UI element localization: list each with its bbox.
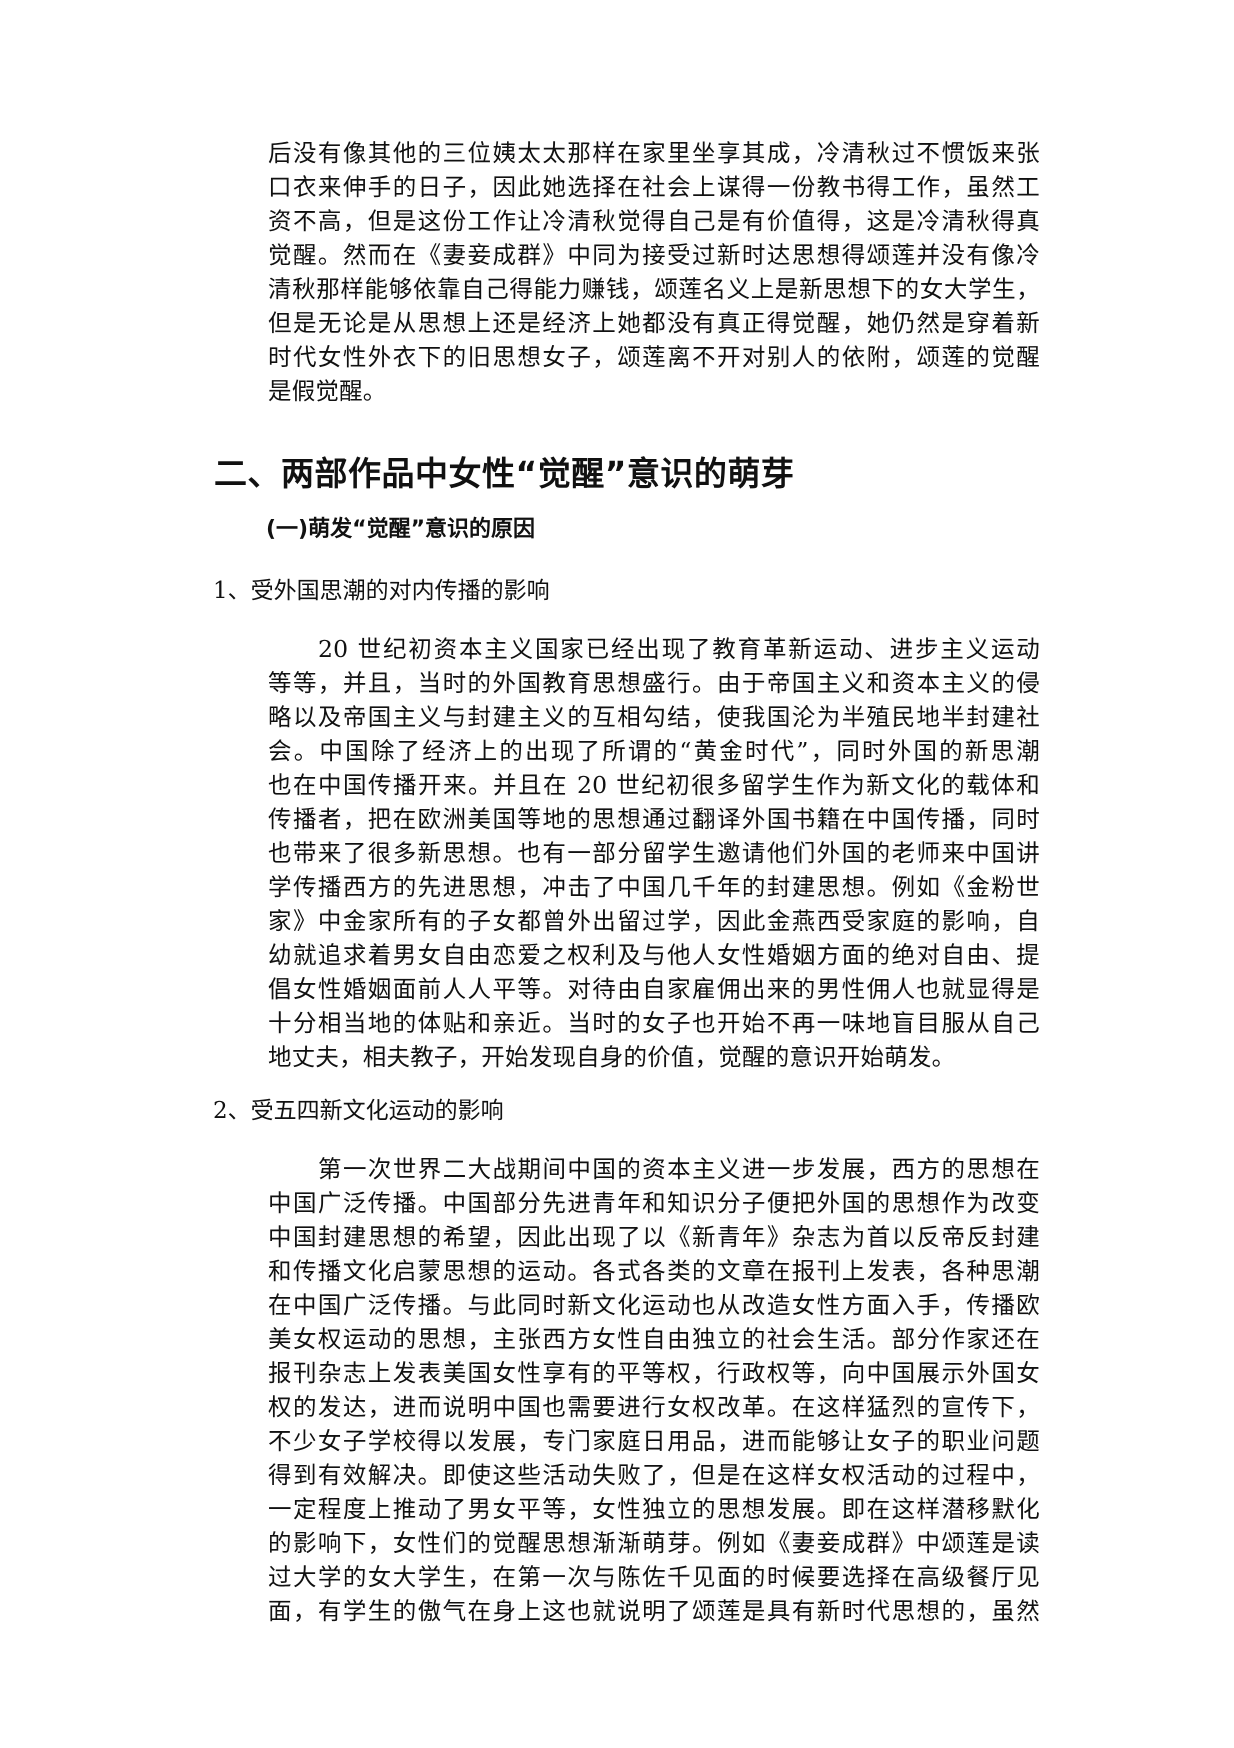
text-line: 地丈夫，相夫教子，开始发现自身的价值，觉醒的意识开始萌发。 — [268, 1043, 956, 1071]
item-title: 2、受五四新文化运动的影响 — [213, 1098, 504, 1124]
subsection-heading: (一)萌发“觉醒”意识的原因 — [266, 517, 536, 542]
text-line: 倡女性婚姻面前人人平等。对待由自家雇佣出来的男性佣人也就显得是 — [268, 975, 1040, 1003]
text-line: 学传播西方的先进思想，冲击了中国几千年的封建思想。例如《金粉世 — [268, 873, 1040, 901]
section-heading: 二、两部作品中女性“觉醒”意识的萌芽 — [214, 454, 795, 493]
text-line: 家》中金家所有的子女都曾外出留过学，因此金燕西受家庭的影响，自 — [268, 907, 1040, 935]
text-line: 在中国广泛传播。与此同时新文化运动也从改造女性方面入手，传播欧 — [268, 1291, 1040, 1319]
text-line: 美女权运动的思想，主张西方女性自由独立的社会生活。部分作家还在 — [268, 1325, 1040, 1353]
text-line: 的影响下，女性们的觉醒思想渐渐萌芽。例如《妻妾成群》中颂莲是读 — [268, 1529, 1040, 1557]
text-line: 略以及帝国主义与封建主义的互相勾结，使我国沦为半殖民地半封建社 — [268, 703, 1040, 731]
text-line: 传播者，把在欧洲美国等地的思想通过翻译外国书籍在中国传播，同时 — [268, 805, 1040, 833]
text-line: 也在中国传播开来。并且在 20 世纪初很多留学生作为新文化的载体和 — [268, 771, 1040, 799]
text-line: 过大学的女大学生，在第一次与陈佐千见面的时候要选择在高级餐厅见 — [268, 1563, 1040, 1591]
text-line: 等等，并且，当时的外国教育思想盛行。由于帝国主义和资本主义的侵 — [268, 669, 1040, 697]
text-line: 时代女性外衣下的旧思想女子，颂莲离不开对别人的依附，颂莲的觉醒 — [268, 343, 1040, 371]
text-line: 但是无论是从思想上还是经济上她都没有真正得觉醒，她仍然是穿着新 — [268, 309, 1040, 337]
text-line: 口衣来伸手的日子，因此她选择在社会上谋得一份教书得工作，虽然工 — [268, 173, 1040, 201]
text-line: 中国封建思想的希望，因此出现了以《新青年》杂志为首以反帝反封建 — [268, 1223, 1040, 1251]
text-line: 中国广泛传播。中国部分先进青年和知识分子便把外国的思想作为改变 — [268, 1189, 1040, 1217]
text-line: 资不高，但是这份工作让冷清秋觉得自己是有价值得，这是冷清秋得真 — [268, 207, 1040, 235]
text-line: 面，有学生的傲气在身上这也就说明了颂莲是具有新时代思想的，虽然 — [268, 1597, 1040, 1625]
text-line: 第一次世界二大战期间中国的资本主义进一步发展，西方的思想在 — [318, 1155, 1040, 1183]
text-line: 一定程度上推动了男女平等，女性独立的思想发展。即在这样潜移默化 — [268, 1495, 1040, 1523]
text-line: 清秋那样能够依靠自己得能力赚钱，颂莲名义上是新思想下的女大学生， — [268, 275, 1040, 303]
item-title: 1、受外国思潮的对内传播的影响 — [213, 578, 550, 604]
text-line: 是假觉醒。 — [268, 377, 387, 405]
text-line: 20 世纪初资本主义国家已经出现了教育革新运动、进步主义运动 — [318, 635, 1040, 663]
text-line: 后没有像其他的三位姨太太那样在家里坐享其成，冷清秋过不惯饭来张 — [268, 139, 1040, 167]
text-line: 幼就追求着男女自由恋爱之权利及与他人女性婚姻方面的绝对自由、提 — [268, 941, 1040, 969]
text-line: 会。中国除了经济上的出现了所谓的“黄金时代”，同时外国的新思潮 — [268, 737, 1040, 765]
text-line: 权的发达，进而说明中国也需要进行女权改革。在这样猛烈的宣传下， — [268, 1393, 1040, 1421]
text-line: 觉醒。然而在《妻妾成群》中同为接受过新时达思想得颂莲并没有像冷 — [268, 241, 1040, 269]
text-line: 也带来了很多新思想。也有一部分留学生邀请他们外国的老师来中国讲 — [268, 839, 1040, 867]
text-line: 和传播文化启蒙思想的运动。各式各类的文章在报刊上发表，各种思潮 — [268, 1257, 1040, 1285]
text-line: 十分相当地的体贴和亲近。当时的女子也开始不再一味地盲目服从自己 — [268, 1009, 1040, 1037]
text-line: 报刊杂志上发表美国女性享有的平等权，行政权等，向中国展示外国女 — [268, 1359, 1040, 1387]
text-line: 得到有效解决。即使这些活动失败了，但是在这样女权活动的过程中， — [268, 1461, 1040, 1489]
text-line: 不少女子学校得以发展，专门家庭日用品，进而能够让女子的职业问题 — [268, 1427, 1040, 1455]
